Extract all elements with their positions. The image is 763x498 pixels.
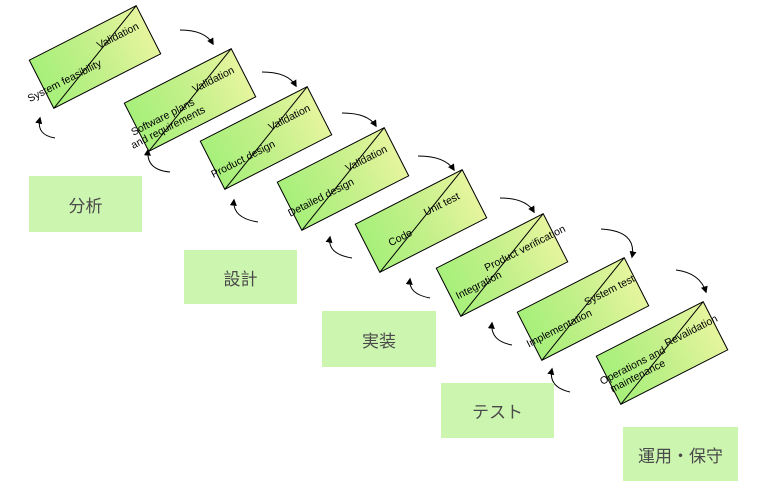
- phase-design: 設計: [184, 250, 297, 304]
- stage-diagonal: [620, 301, 704, 405]
- phase-analysis: 分析: [29, 176, 142, 232]
- forward-arrow-icon: [600, 228, 637, 259]
- forward-arrow-icon: [499, 197, 535, 214]
- stage-diagonal: [224, 86, 308, 190]
- phase-implementation: 実装: [322, 311, 436, 367]
- forward-arrow-icon: [341, 112, 377, 128]
- feedback-arrow-icon: [325, 235, 353, 259]
- forward-arrow-icon: [179, 29, 214, 46]
- stage-diagonal: [148, 48, 232, 152]
- phase-operations: 運用・保守: [623, 427, 738, 481]
- forward-arrow-icon: [675, 269, 708, 294]
- stage-diagonal: [541, 257, 625, 361]
- feedback-arrow-icon: [35, 116, 56, 139]
- stage-diagonal: [53, 5, 137, 109]
- feedback-arrow-icon: [143, 148, 171, 173]
- forward-arrow-icon: [261, 71, 297, 88]
- feedback-arrow-icon: [547, 367, 571, 393]
- phase-testing: テスト: [441, 383, 554, 438]
- stage-diagonal: [379, 169, 463, 273]
- forward-arrow-icon: [417, 155, 455, 172]
- feedback-arrow-icon: [487, 321, 513, 346]
- feedback-arrow-icon: [229, 198, 259, 223]
- stage-diagonal: [301, 127, 385, 231]
- feedback-arrow-icon: [405, 277, 431, 299]
- stage-diagonal: [460, 213, 544, 317]
